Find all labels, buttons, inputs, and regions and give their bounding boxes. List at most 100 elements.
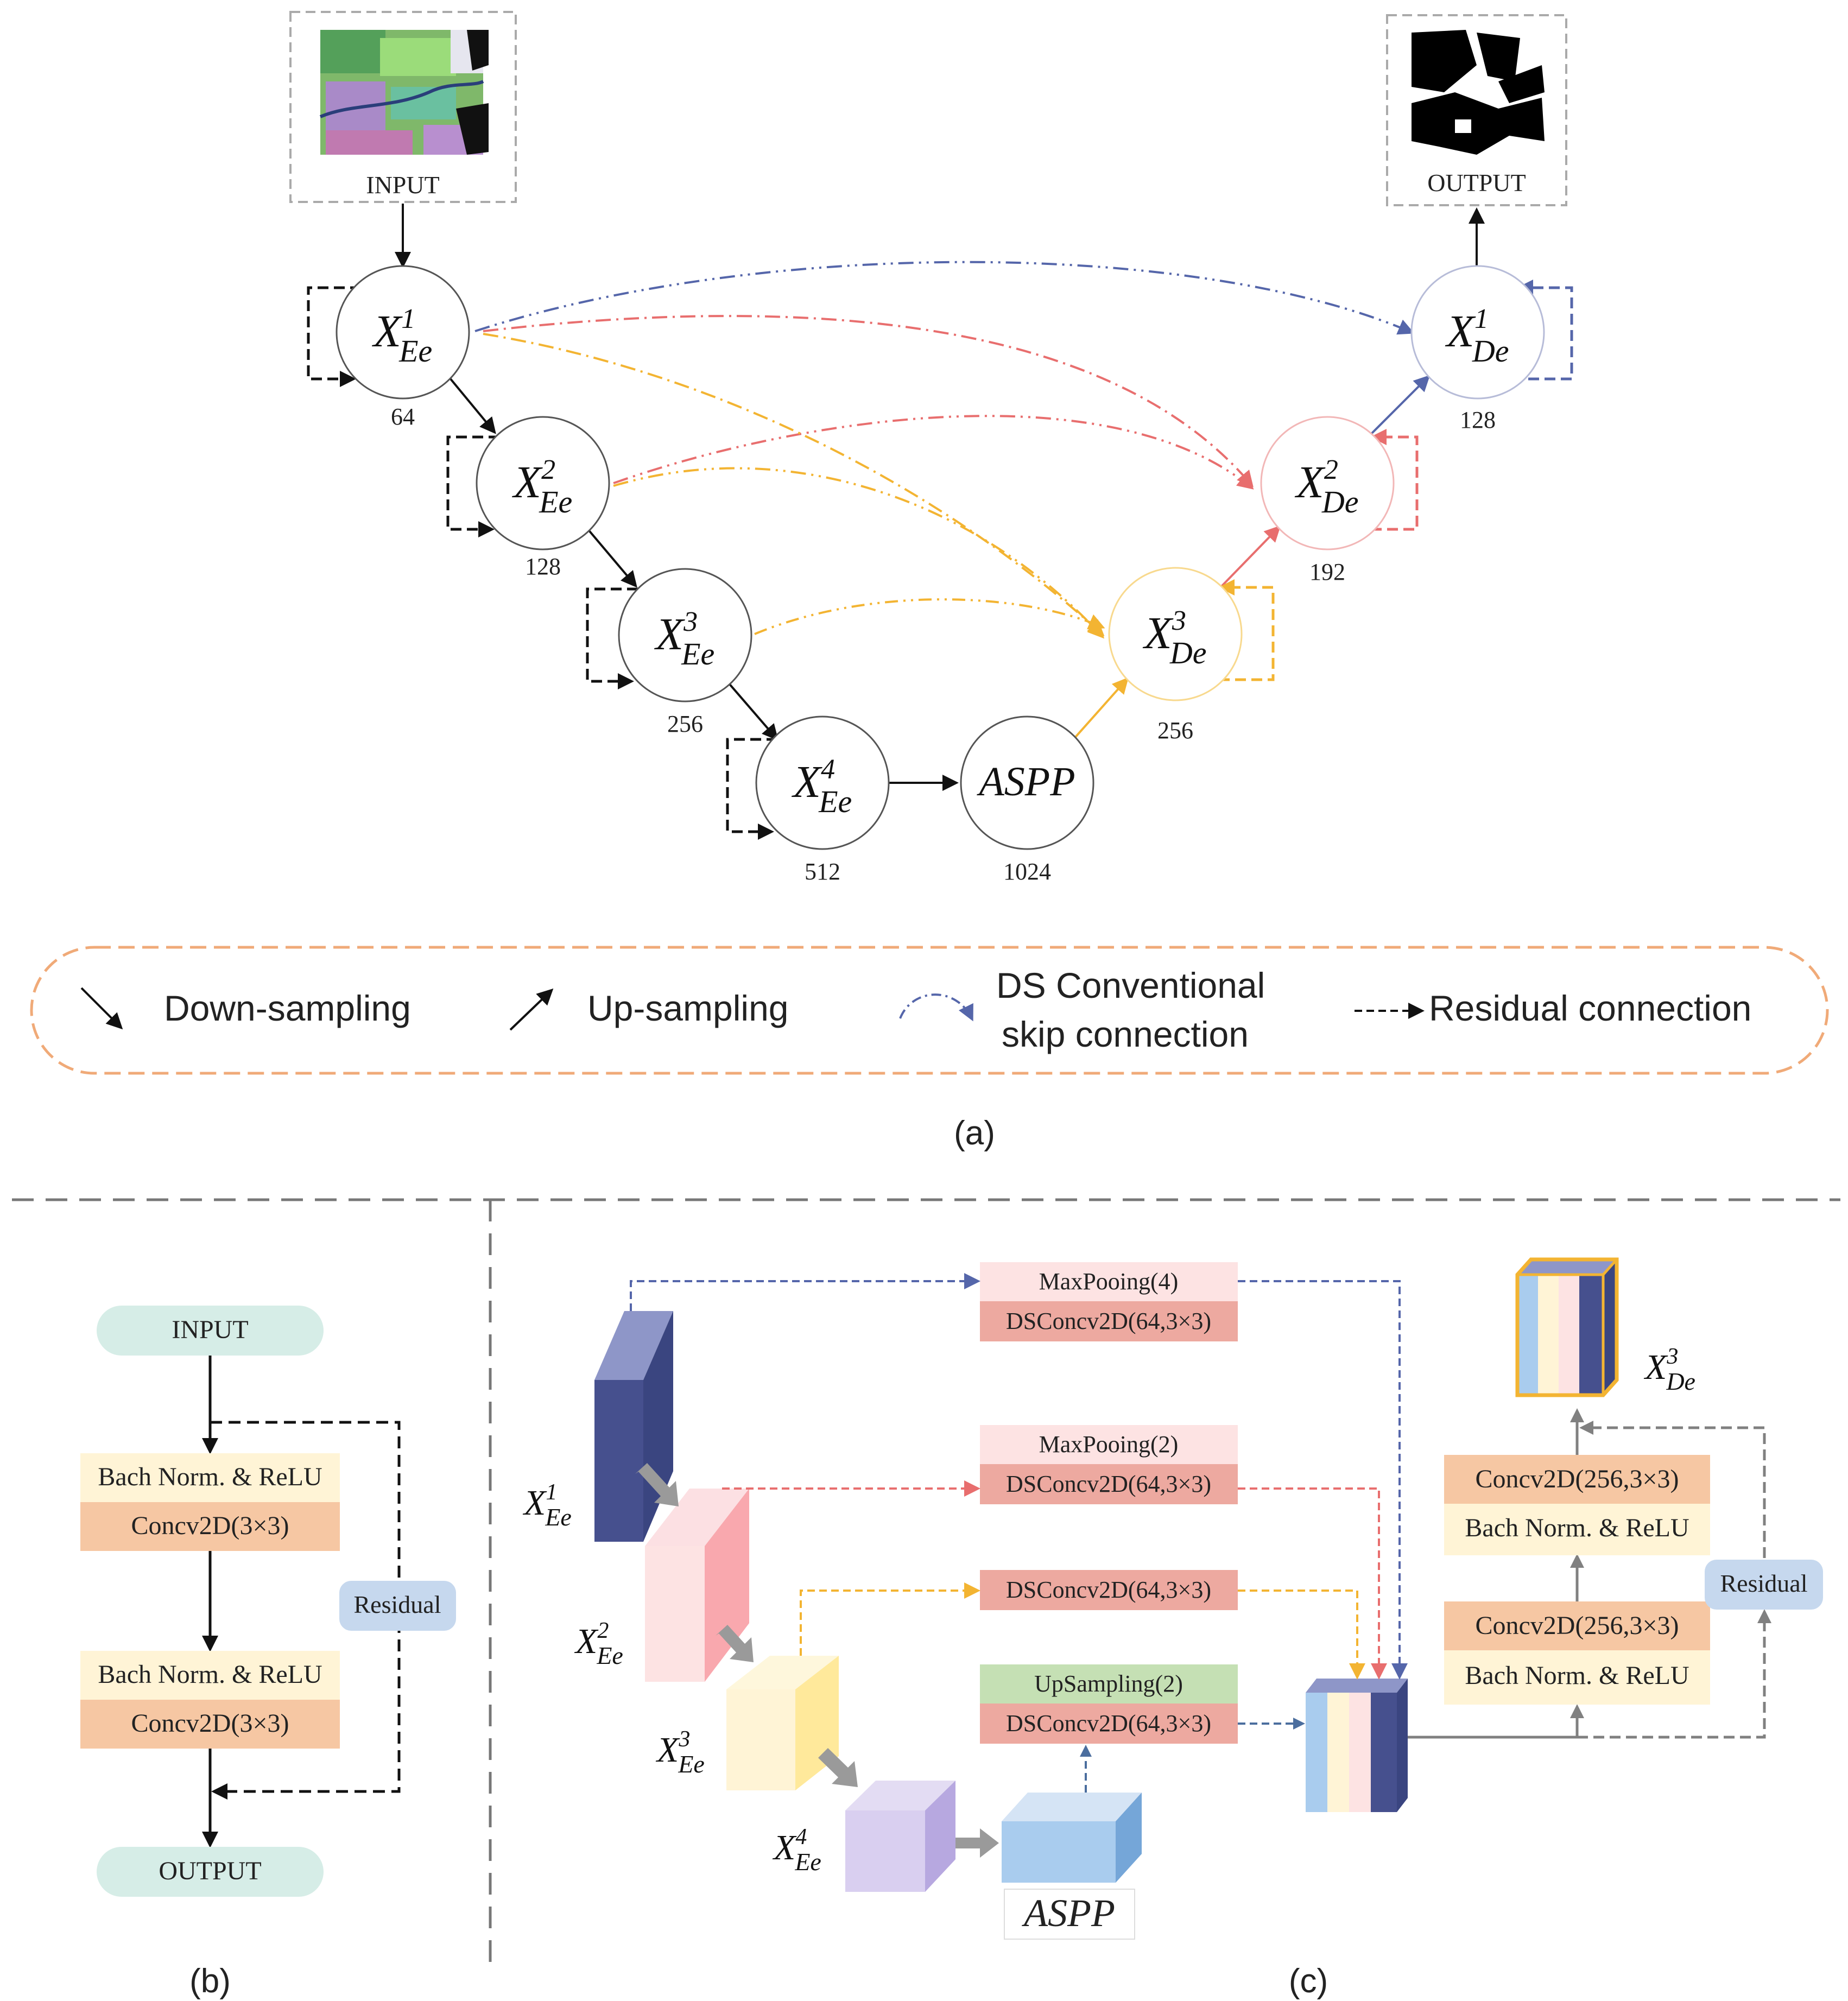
c-aspp-label: ASPP [1022, 1891, 1115, 1935]
c-upsampling-label: UpSampling(2) [1034, 1670, 1183, 1697]
skip-ee1-de2 [483, 315, 1254, 487]
b-bn1-label: Bach Norm. & ReLU [98, 1462, 322, 1491]
legend-residual-label: Residual connection [1429, 988, 1751, 1028]
c-ds1 [980, 1301, 1238, 1341]
channels-ee2: 128 [525, 553, 561, 580]
c-aspp-label-box [1004, 1889, 1135, 1940]
b-bn2 [80, 1651, 340, 1700]
c-gray-arrow-4 [955, 1828, 999, 1858]
input-label: INPUT [366, 171, 439, 199]
c-gray-arrow-1 [635, 1463, 679, 1506]
c-block-aspp [1002, 1793, 1142, 1883]
legend-down-label: Down-sampling [164, 988, 411, 1028]
b-conv1-label: Concv2D(3×3) [131, 1511, 289, 1540]
b-residual-box [339, 1581, 456, 1631]
c-conv-top [1444, 1455, 1710, 1504]
legend-down-icon [80, 987, 123, 1030]
c-bn-top [1444, 1504, 1710, 1555]
skip-ee2-de3 [613, 467, 1105, 639]
skip-ee1-de1 [474, 261, 1415, 335]
c-ds4-label: DSConcv2D(64,3×3) [1006, 1710, 1211, 1737]
channels-ee4: 512 [805, 858, 840, 885]
c-residual-box [1705, 1560, 1823, 1610]
b-residual-label: Residual [354, 1591, 441, 1618]
b-conv2-label: Concv2D(3×3) [131, 1709, 289, 1738]
c-concat-block [1306, 1679, 1408, 1812]
c-bn-top-label: Bach Norm. & ReLU [1465, 1514, 1689, 1542]
c-block-ee4 [845, 1781, 955, 1892]
channels-aspp: 1024 [1003, 858, 1051, 885]
channels-de1: 128 [1460, 407, 1496, 433]
c-conv-bottom-label: Concv2D(256,3×3) [1475, 1611, 1679, 1640]
channels-de2: 192 [1309, 559, 1345, 585]
c-ds4 [980, 1704, 1238, 1744]
c-ds3-label: DSConcv2D(64,3×3) [1006, 1576, 1211, 1603]
c-ds3 [980, 1570, 1238, 1610]
b-conv1 [80, 1502, 340, 1551]
channels-ee3: 256 [667, 711, 703, 737]
b-input-pill [97, 1306, 324, 1356]
legend-skip-line2: skip connection [1002, 1014, 1249, 1054]
caption-b: (b) [189, 1962, 231, 2000]
legend-box [30, 946, 1829, 1075]
c-maxpool2 [980, 1425, 1238, 1464]
panel-b: INPUT Bach Norm. & ReLU Concv2D(3×3) Bac… [80, 1306, 456, 2000]
c-gray-arrow-2 [716, 1625, 754, 1662]
b-bn1 [80, 1453, 340, 1502]
b-bn2-label: Bach Norm. & ReLU [98, 1660, 322, 1689]
c-conv-bottom [1444, 1601, 1710, 1650]
b-output-label: OUTPUT [159, 1857, 261, 1885]
c-block-ee1 [594, 1311, 673, 1542]
c-conv-top-label: Concv2D(256,3×3) [1475, 1465, 1679, 1493]
c-bn-bottom-label: Bach Norm. & ReLU [1465, 1661, 1689, 1690]
legend-up-label: Up-sampling [587, 988, 788, 1028]
c-maxpool4-label: MaxPooing(4) [1039, 1268, 1179, 1295]
legend-skip-icon [899, 993, 973, 1022]
c-ds2 [980, 1464, 1238, 1504]
c-residual-label: Residual [1720, 1569, 1808, 1597]
legend-skip-line1: DS Conventional [996, 965, 1265, 1005]
c-bn-bottom [1444, 1650, 1710, 1705]
caption-c: (c) [1289, 1962, 1328, 2000]
c-upsampling [980, 1664, 1238, 1704]
input-satellite-image [319, 30, 489, 155]
channels-de3: 256 [1157, 717, 1193, 744]
skip-ee1-de3 [483, 333, 1105, 637]
b-output-pill [97, 1847, 324, 1897]
c-block-de3 [1515, 1257, 1619, 1397]
node-aspp: ASPP [960, 715, 1094, 850]
output-label: OUTPUT [1427, 169, 1526, 197]
c-block-ee2 [645, 1489, 749, 1682]
caption-a: (a) [954, 1115, 995, 1152]
input-box [289, 11, 517, 203]
c-block-ee3 [726, 1656, 839, 1790]
panel-a: INPUT OUTPUT [30, 11, 1829, 1152]
c-maxpool4 [980, 1262, 1238, 1301]
output-box [1386, 14, 1567, 206]
b-input-label: INPUT [172, 1315, 248, 1344]
c-ds1-label: DSConcv2D(64,3×3) [1006, 1308, 1211, 1334]
svg-text:ASPP: ASPP [976, 759, 1075, 805]
c-gray-arrow-3 [817, 1748, 858, 1787]
skip-ee3-de3 [754, 598, 1105, 635]
legend-up-icon [509, 988, 554, 1031]
c-ds2-label: DSConcv2D(64,3×3) [1006, 1471, 1211, 1497]
